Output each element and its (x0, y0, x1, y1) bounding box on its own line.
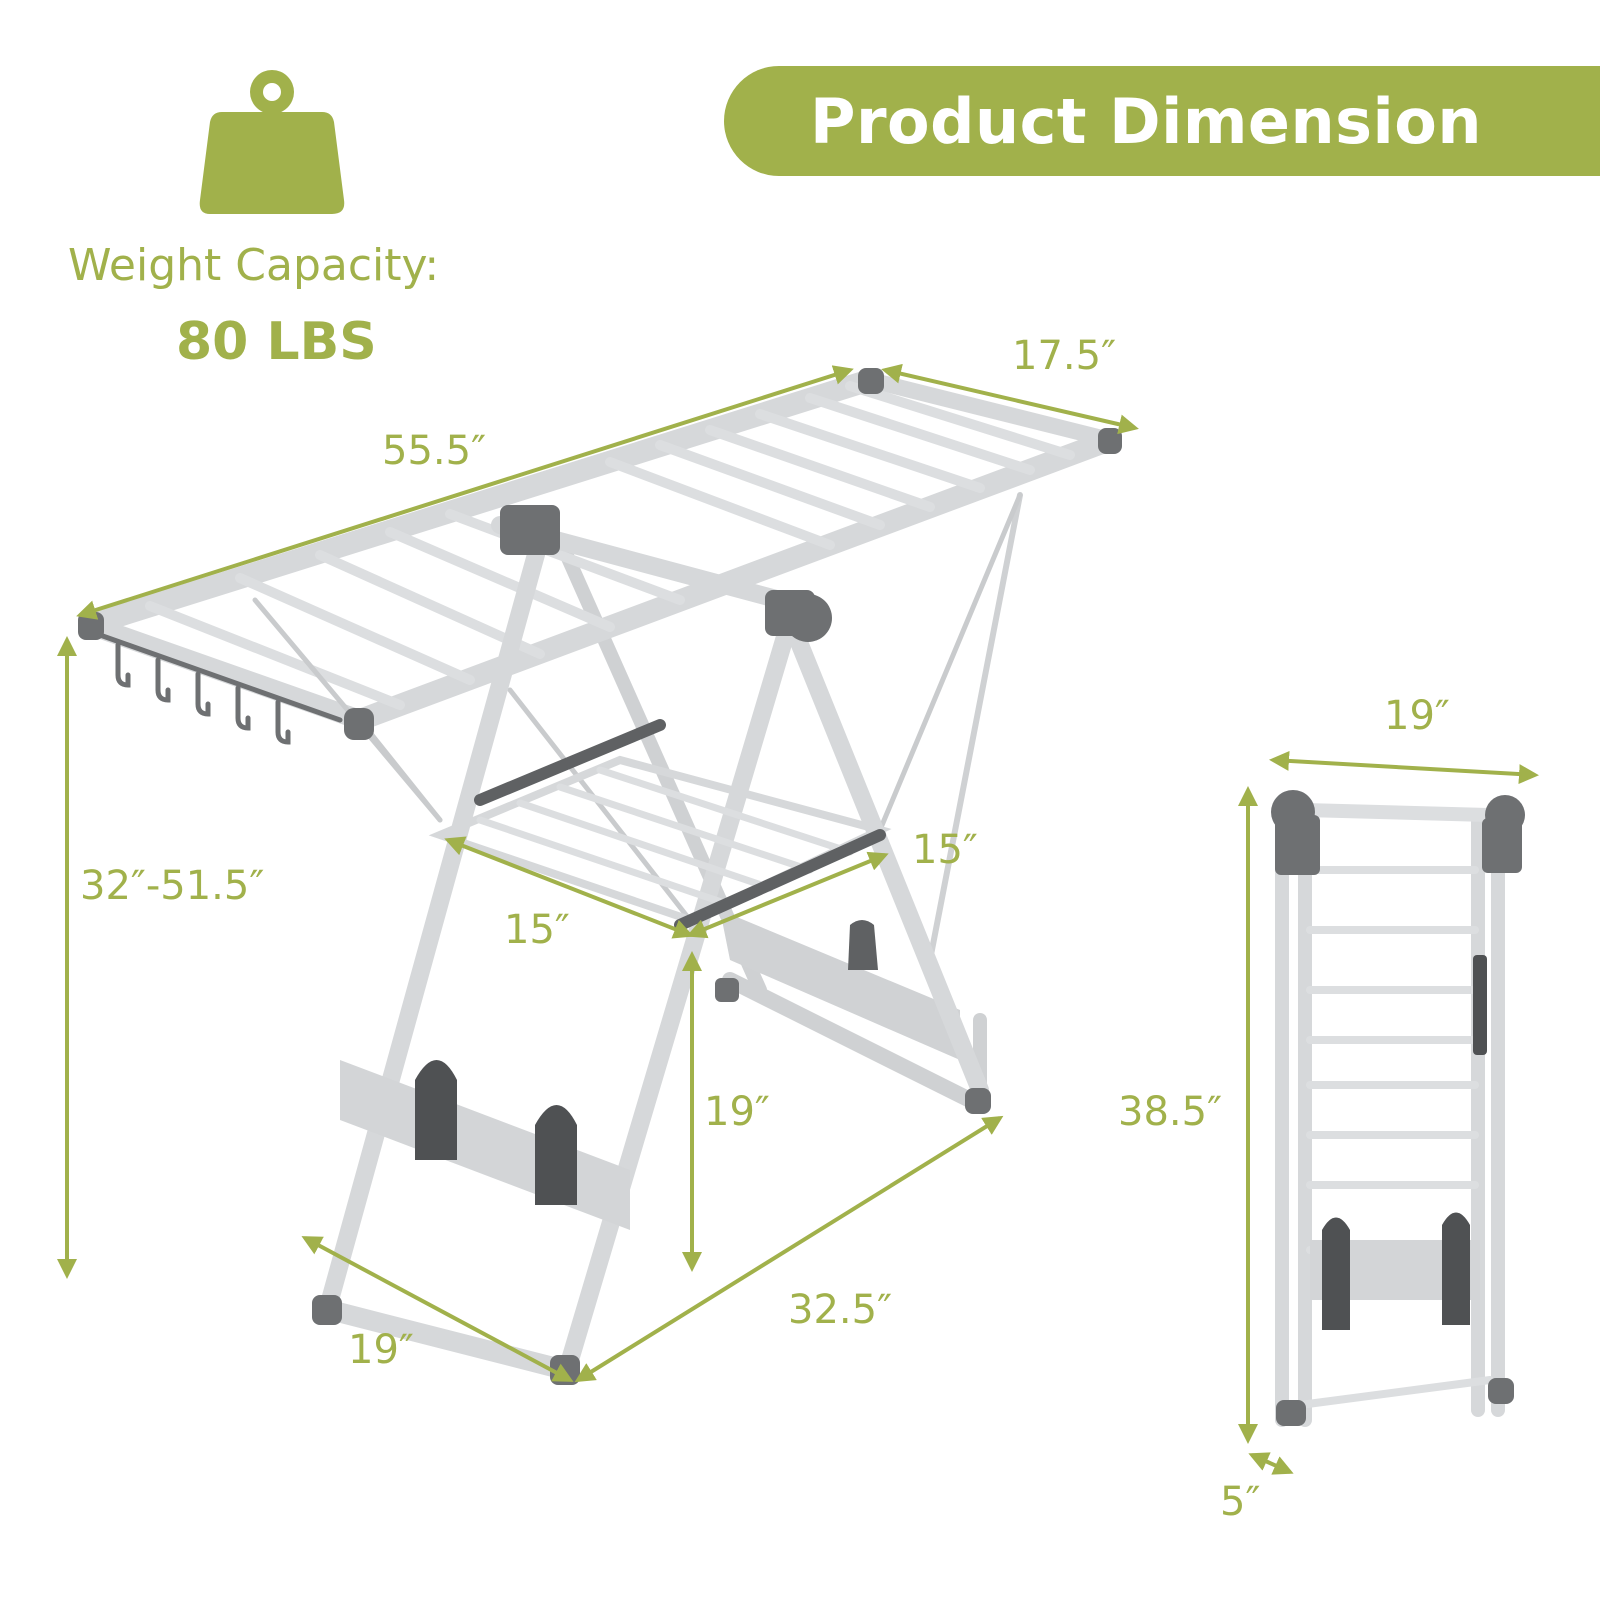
weight-capacity-label: Weight Capacity: (68, 240, 440, 291)
dimension-shelf-length-label: 15″ (504, 907, 570, 953)
dimension-base-width-label: 19″ (348, 1327, 414, 1373)
dimension-length-label: 55.5″ (382, 428, 487, 474)
dimension-folded-height-label: 38.5″ (1118, 1089, 1223, 1135)
dimension-arrows (57, 363, 1539, 1475)
page-title: Product Dimension (810, 85, 1483, 158)
dimension-folded-width-label: 19″ (1384, 693, 1450, 739)
folded-rack (1271, 790, 1525, 1427)
dimension-base-depth-label: 32.5″ (788, 1287, 893, 1333)
dimension-height-range-label: 32″-51.5″ (80, 863, 265, 909)
dimension-top-width-label: 17.5″ (1012, 333, 1117, 379)
dimension-folded-depth-label: 5″ (1220, 1479, 1261, 1525)
dimension-lower-height-label: 19″ (704, 1089, 770, 1135)
dimension-shelf-width-label: 15″ (912, 827, 978, 873)
weight-capacity-value: 80 LBS (176, 312, 377, 372)
title-banner (724, 66, 1600, 176)
weight-icon (199, 70, 345, 214)
